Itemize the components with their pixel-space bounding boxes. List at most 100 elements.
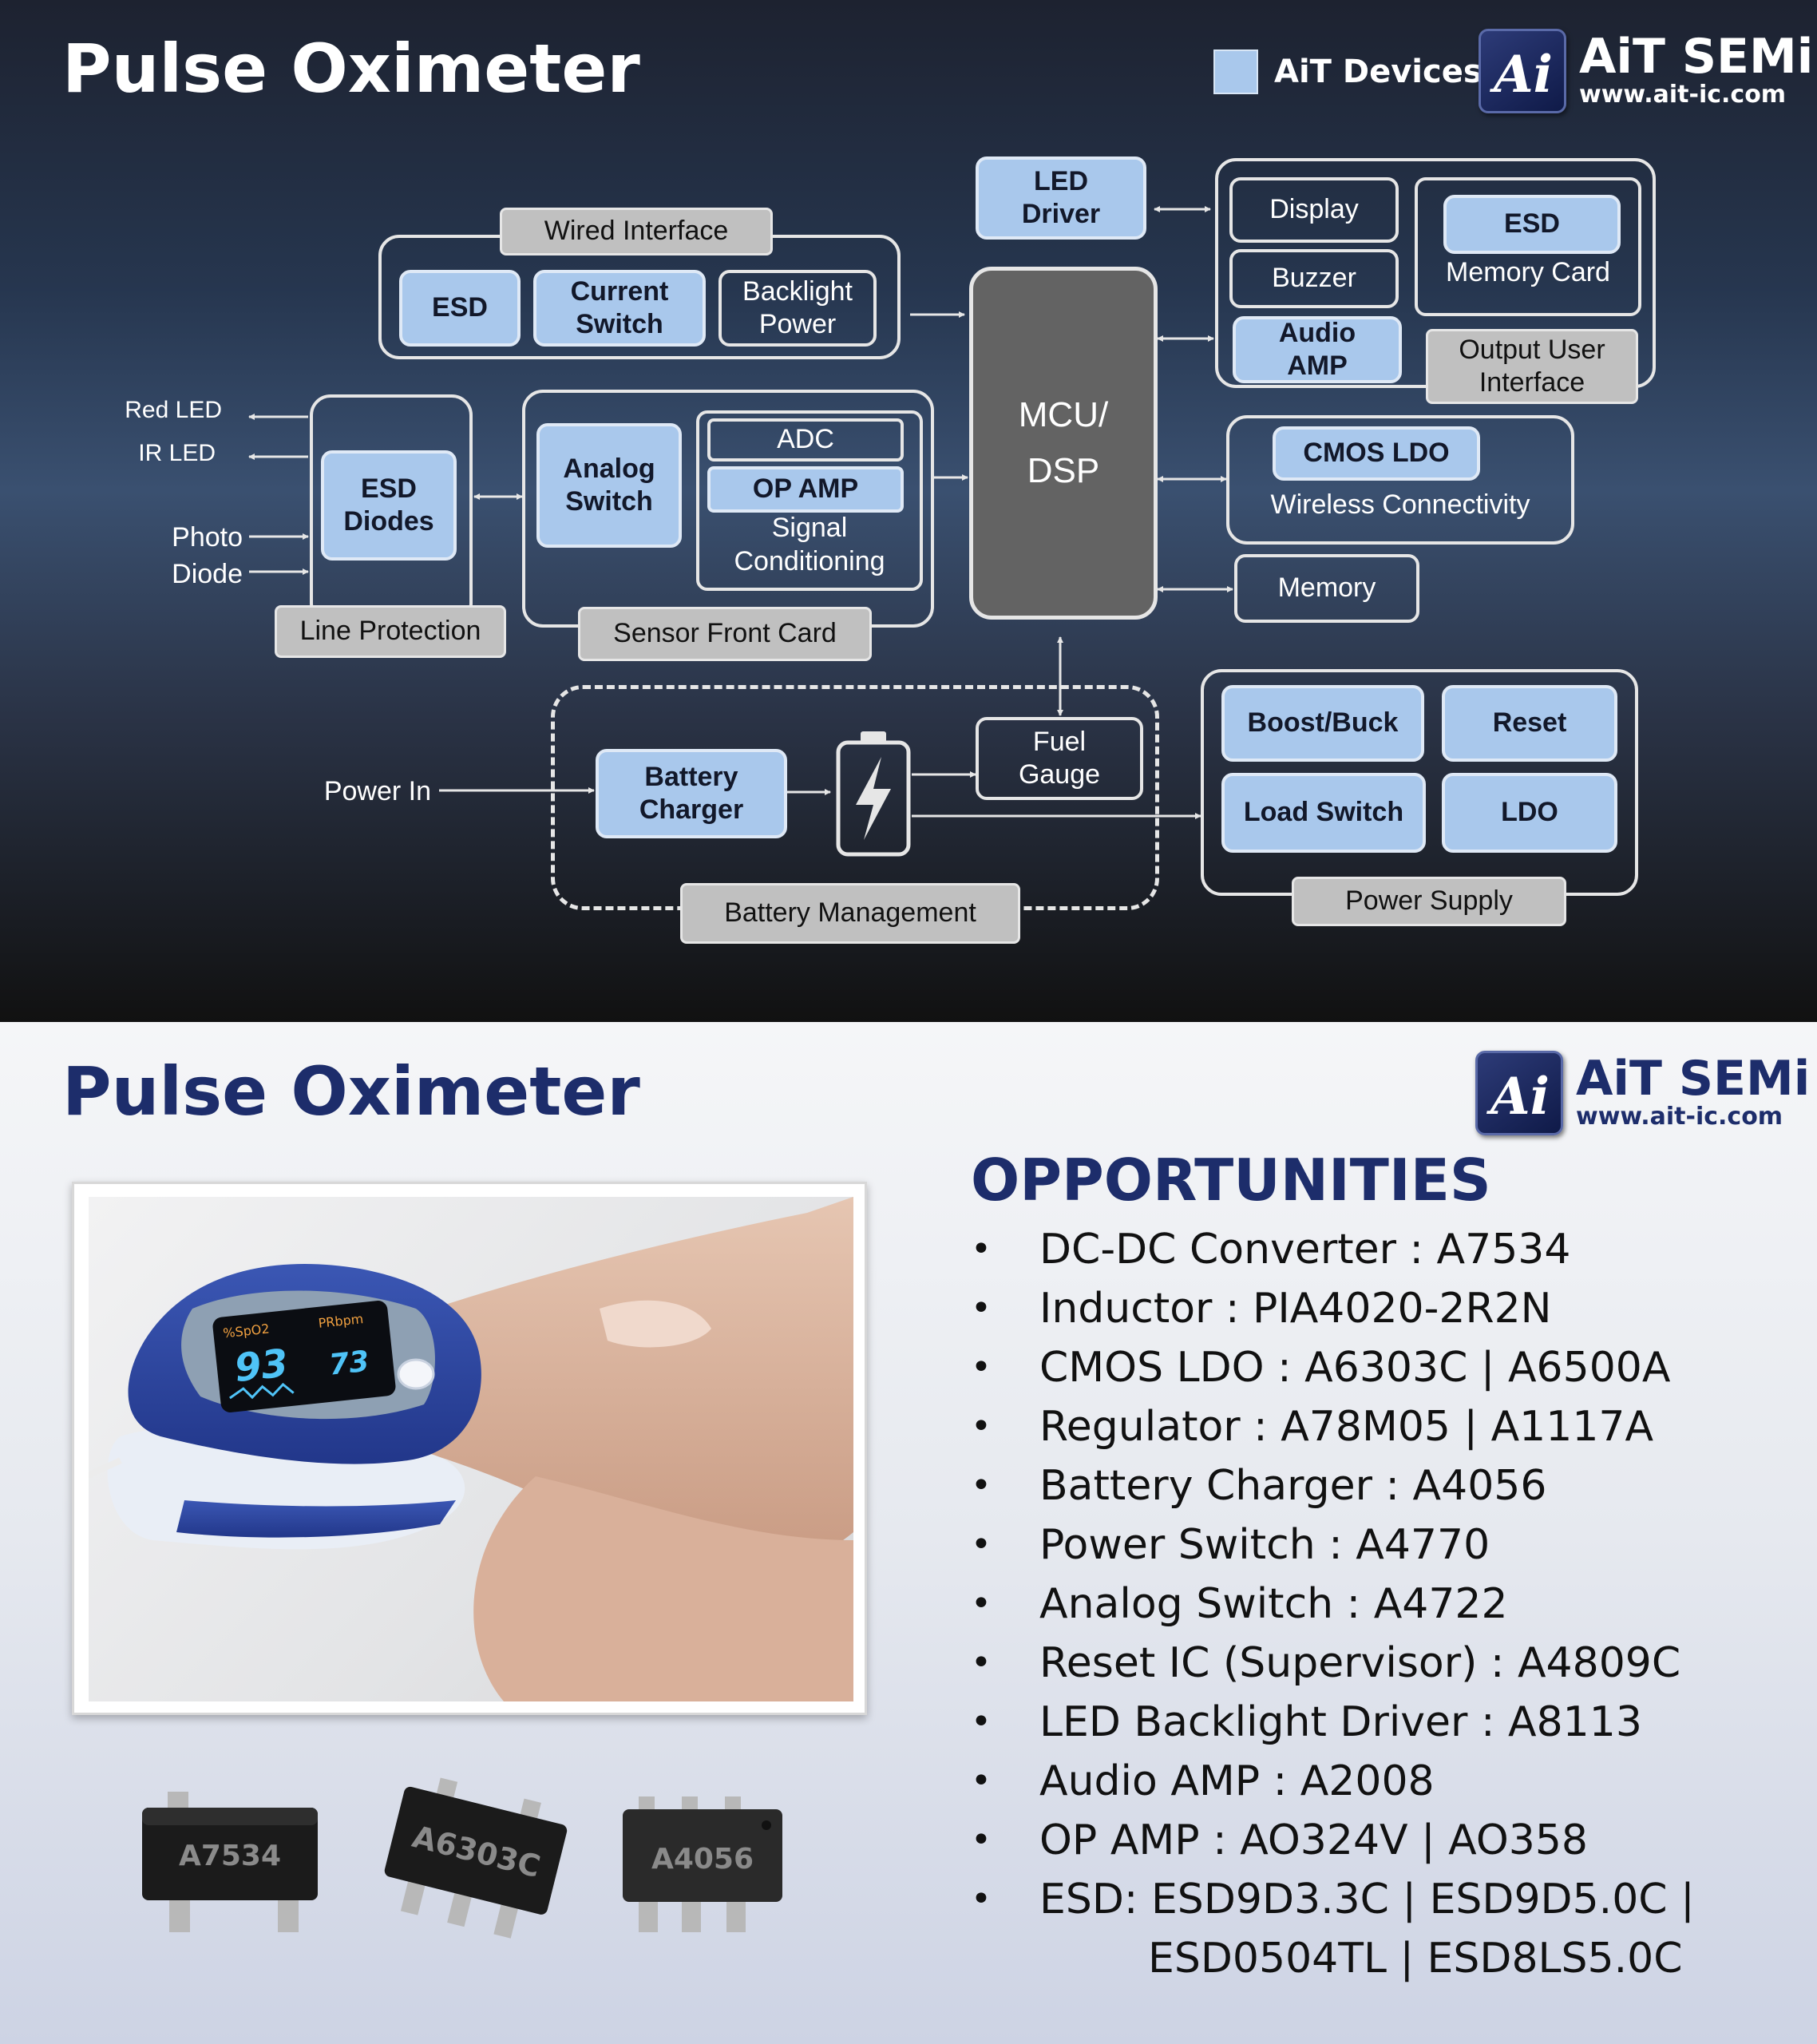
ir-led-label: IR LED [138,440,216,466]
bullet-icon: • [971,1288,992,1329]
bullet-icon: • [971,1524,992,1565]
opportunity-text: Battery Charger : A4056 [1039,1462,1547,1510]
opportunity-text: ESD: ESD9D3.3C | ESD9D5.0C | [1039,1876,1695,1923]
wireless-label: Wireless Connectivity [1270,489,1530,520]
opportunity-text: DC-DC Converter : A7534 [1039,1226,1571,1274]
logo-name: AiT SEMi [1579,29,1814,85]
memory-card-label: Memory Card [1446,256,1610,287]
opportunity-item: • CMOS LDO : A6303C | A6500A [971,1338,1695,1397]
oximeter-readout: %SpO2 PRbpm 93 73 [222,1311,370,1400]
bullet-icon: • [971,1820,992,1860]
wired-interface-label: Wired Interface [500,208,773,256]
opportunity-item: • Audio AMP : A2008 [971,1752,1695,1811]
logo-name: AiT SEMi [1576,1051,1811,1107]
power-supply-label: Power Supply [1292,877,1566,926]
bullet-icon: • [971,1406,992,1447]
opportunities-heading: OPPORTUNITIES [971,1147,1491,1214]
reset-block: Reset [1442,685,1617,762]
opportunity-text: Audio AMP : A2008 [1039,1757,1435,1805]
legend-swatch [1213,50,1258,94]
sensor-front-label: Sensor Front Card [578,607,872,661]
bullet-icon: • [971,1879,992,1919]
esd-memory-block: ESD [1443,195,1621,254]
opportunity-item: • Regulator : A78M05 | A1117A [971,1397,1695,1456]
oximeter-blue-stripe [176,1500,456,1538]
opportunity-item: • Power Switch : A4770 [971,1515,1695,1575]
legend-label: AiT Devices [1274,53,1482,90]
product-photo: %SpO2 PRbpm 93 73 [89,1197,853,1701]
opportunities-list: • DC-DC Converter : A7534 • Inductor : PIA… [971,1220,1695,1983]
battery-management-label: Battery Management [680,883,1020,944]
ait-logo-letters: Ai [1486,1067,1550,1125]
ait-logo-text: AiT SEMi www.ait-ic.com [1579,33,1813,109]
oximeter-button [397,1358,435,1390]
ldo-block: LDO [1442,773,1617,853]
power-in-label: Power In [323,776,431,806]
battery-icon [836,731,911,857]
adc-block: ADC [707,418,904,461]
ait-logo: Ai AiT SEMi www.ait-ic.com [1479,29,1813,113]
bullet-icon: • [971,1347,992,1388]
product-title: Pulse Oximeter [62,1052,640,1131]
opportunity-text: LED Backlight Driver : A8113 [1039,1698,1642,1746]
display-block: Display [1229,177,1399,243]
wireless-group [1226,415,1574,545]
opportunity-text: Reset IC (Supervisor) : A4809C [1039,1639,1681,1687]
ait-logo-icon: Ai [1475,1051,1563,1135]
fingernail [600,1300,711,1348]
readout-pr-value: 73 [327,1345,370,1382]
chip-illustrations: A7534 A6303C A4056 [142,1777,782,1939]
ait-logo-text: AiT SEMi www.ait-ic.com [1576,1055,1810,1131]
memory-card-group: Memory Card [1415,177,1641,316]
mcu-dsp-block: MCU/ DSP [969,267,1158,620]
diagram-title: Pulse Oximeter [62,30,640,108]
load-switch-block: Load Switch [1221,773,1426,853]
opportunity-item: • Reset IC (Supervisor) : A4809C [971,1634,1695,1693]
photo-diode-label: Photo Diode [172,522,243,590]
readout-pleth-wave [229,1382,295,1400]
oximeter-cable [89,1457,122,1480]
opportunity-text: Regulator : A78M05 | A1117A [1039,1403,1654,1451]
opportunity-item: • Battery Charger : A4056 [971,1456,1695,1515]
chip-a7534: A7534 [142,1792,318,1932]
fuel-gauge-block: Fuel Gauge [976,717,1143,800]
product-photo-frame: %SpO2 PRbpm 93 73 [72,1182,867,1715]
bullet-icon: • [971,1229,992,1270]
oximeter-screen [212,1301,396,1412]
opportunity-item: • Inductor : PIA4020-2R2N [971,1279,1695,1338]
readout-spo2-value: 93 [232,1341,290,1391]
opportunity-item: • ESD: ESD9D3.3C | ESD9D5.0C | ESD0504TL |… [971,1870,1695,1983]
opportunity-text: CMOS LDO : A6303C | A6500A [1039,1344,1671,1392]
opportunity-text: Inductor : PIA4020-2R2N [1039,1285,1552,1333]
bullet-icon: • [971,1642,992,1683]
led-driver-block: LED Driver [976,156,1146,240]
pulse-oximeter-illustration: %SpO2 PRbpm 93 73 [89,1197,853,1701]
chip-a4056-marking: A4056 [651,1843,754,1876]
op-amp-block: OP AMP [707,466,904,513]
memory-block: Memory [1234,554,1419,623]
logo-url: www.ait-ic.com [1579,81,1787,109]
red-led-label: Red LED [125,397,222,423]
cmos-ldo-block: CMOS LDO [1273,426,1480,481]
current-switch-block: Current Switch [533,270,706,347]
chip-a4056: A4056 [623,1796,782,1932]
chip-a7534-marking: A7534 [179,1840,281,1872]
bullet-icon: • [971,1761,992,1801]
hand-lower-finger [473,1476,853,1701]
battery-charger-block: Battery Charger [596,749,787,838]
bullet-icon: • [971,1465,992,1506]
block-diagram-panel: Pulse Oximeter AiT Devices Ai AiT SEMi w… [0,0,1817,1022]
opportunity-item: •Analog Switch : A4722 [971,1575,1695,1634]
line-protection-label: Line Protection [275,605,506,658]
ait-logo-glyph: Ai [1486,1067,1550,1125]
bullet-icon: • [971,1583,992,1624]
boost-buck-block: Boost/Buck [1221,685,1424,762]
esd-diodes-block: ESD Diodes [321,450,457,561]
chip-a6303c: A6303C [384,1777,568,1939]
opportunity-continuation: ESD0504TL | ESD8LS5.0C [1148,1935,1683,1983]
opportunity-text: Power Switch : A4770 [1039,1521,1490,1569]
hand-finger [344,1197,853,1571]
signal-conditioning-group: Signal Conditioning [696,410,923,591]
bullet-icon: • [971,1701,992,1742]
